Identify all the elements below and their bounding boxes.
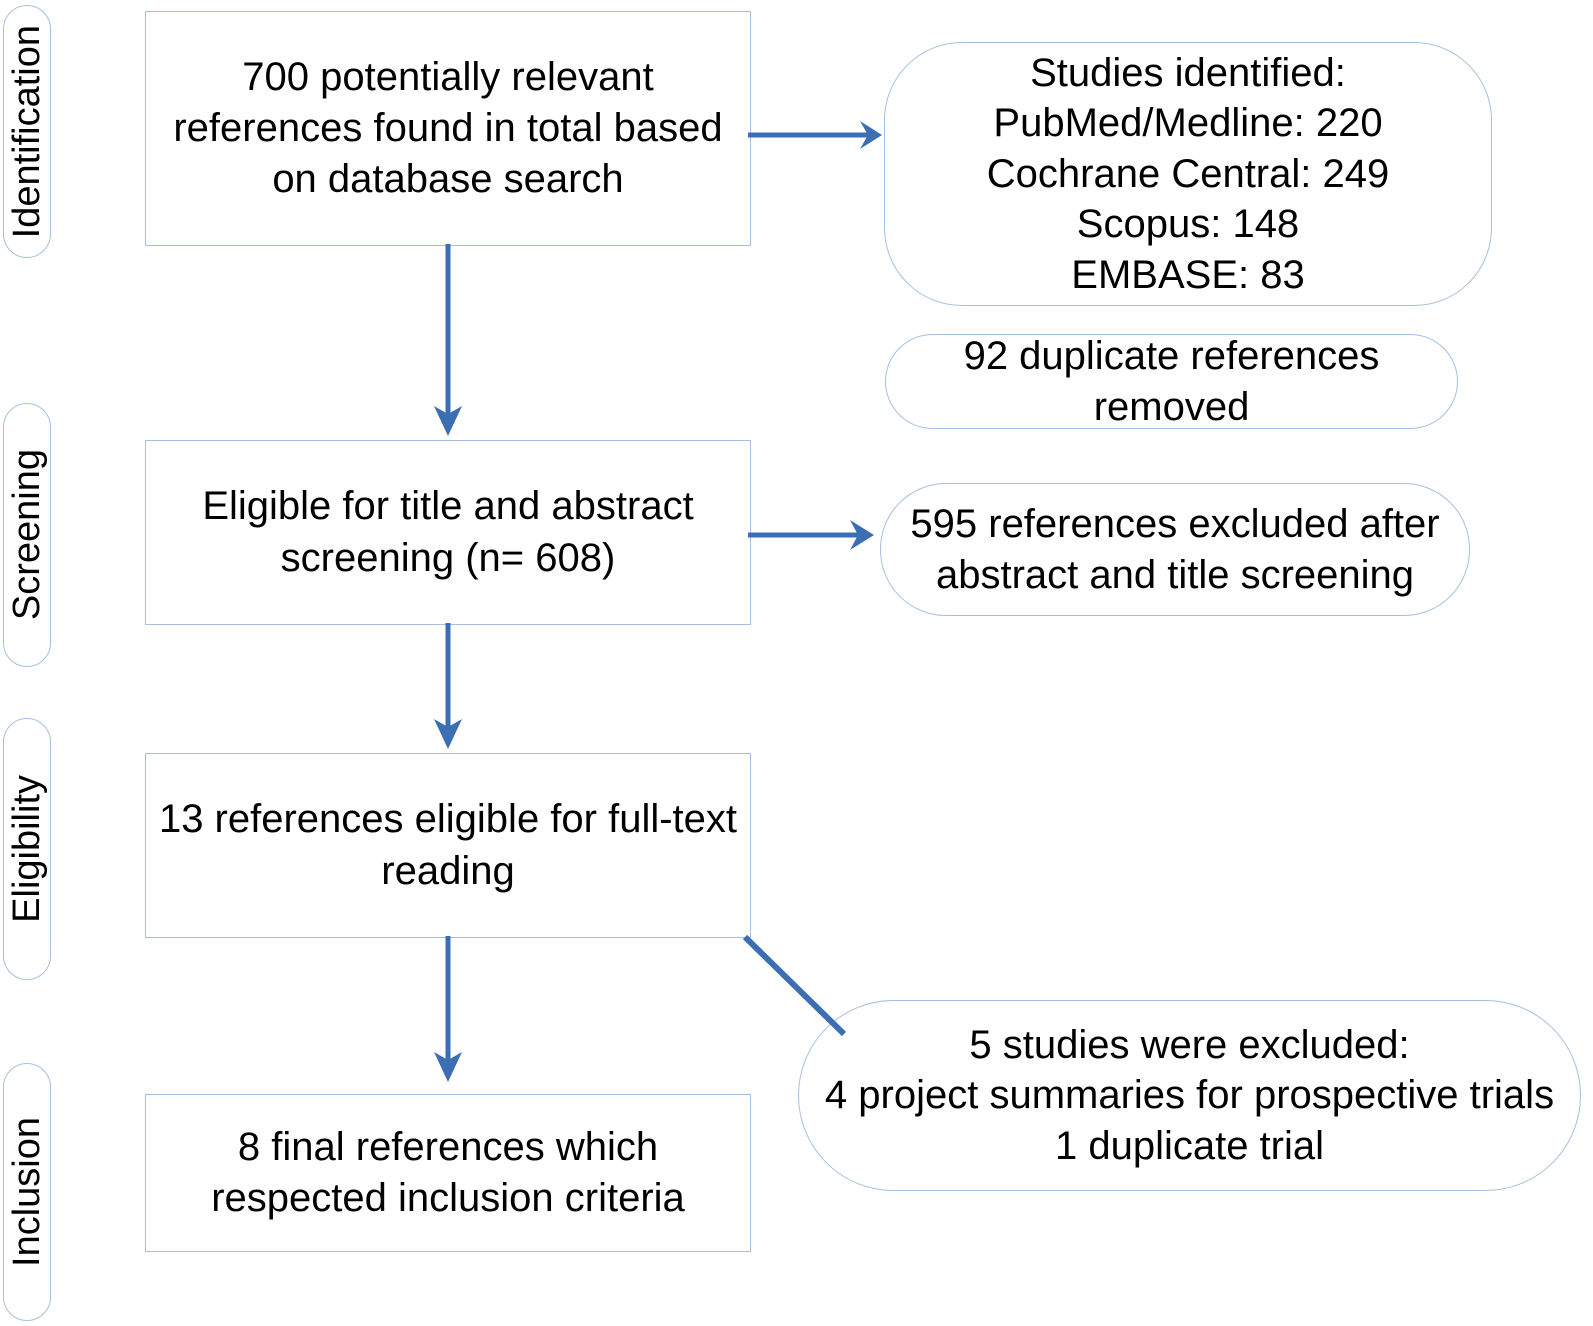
inclusion-box: 8 final references which respected inclu…	[145, 1094, 751, 1252]
studies-identified-box-text: Studies identified: PubMed/Medline: 220 …	[977, 48, 1399, 300]
stage-label-screening-text: Screening	[6, 449, 48, 621]
identification-box-text: 700 potentially relevant references foun…	[173, 54, 723, 202]
fulltext-excluded-line-2: 4 project summaries for prospective tria…	[824, 1073, 1555, 1118]
studies-identified-line-5: EMBASE: 83	[1071, 252, 1305, 297]
connector-screening-to-abstract-excluded	[748, 510, 888, 560]
studies-identified-line-2: PubMed/Medline: 220	[993, 101, 1383, 146]
stage-label-identification-text: Identification	[6, 24, 48, 239]
screening-box-text: Eligible for title and abstract screenin…	[202, 484, 694, 580]
stage-label-identification: Identification	[3, 5, 51, 258]
connector-eligibility-to-inclusion	[418, 936, 478, 1091]
duplicates-removed-box-text: 92 duplicate references removed	[963, 334, 1380, 429]
stage-label-screening: Screening	[3, 403, 51, 667]
studies-identified-line-4: Scopus: 148	[1076, 202, 1300, 247]
studies-identified-box: Studies identified: PubMed/Medline: 220 …	[884, 42, 1492, 306]
stage-label-inclusion-text: Inclusion	[6, 1117, 48, 1267]
abstract-excluded-box: 595 references excluded after abstract a…	[880, 483, 1470, 616]
eligibility-box-text: 13 references eligible for full-text rea…	[158, 797, 738, 893]
abstract-excluded-box-text: 595 references excluded after abstract a…	[910, 502, 1440, 597]
studies-identified-line-3: Cochrane Central: 249	[986, 151, 1390, 196]
fulltext-excluded-box: 5 studies were excluded: 4 project summa…	[798, 1000, 1581, 1191]
inclusion-box-text: 8 final references which respected inclu…	[211, 1124, 685, 1220]
fulltext-excluded-line-3: 1 duplicate trial	[1054, 1123, 1325, 1168]
stage-label-eligibility: Eligibility	[3, 718, 51, 980]
studies-identified-line-1: Studies identified:	[1030, 51, 1346, 96]
duplicates-removed-box: 92 duplicate references removed	[885, 334, 1458, 429]
fulltext-excluded-line-1: 5 studies were excluded:	[969, 1022, 1410, 1067]
identification-box: 700 potentially relevant references foun…	[145, 11, 751, 246]
screening-box: Eligible for title and abstract screenin…	[145, 440, 751, 625]
stage-label-inclusion: Inclusion	[3, 1063, 51, 1321]
eligibility-box: 13 references eligible for full-text rea…	[145, 753, 751, 938]
connector-screening-to-eligibility	[418, 623, 478, 758]
stage-label-eligibility-text: Eligibility	[6, 775, 48, 923]
connector-identification-to-screening	[418, 244, 478, 444]
fulltext-excluded-box-text: 5 studies were excluded: 4 project summa…	[815, 1020, 1564, 1171]
connector-identification-to-studies	[748, 110, 888, 160]
